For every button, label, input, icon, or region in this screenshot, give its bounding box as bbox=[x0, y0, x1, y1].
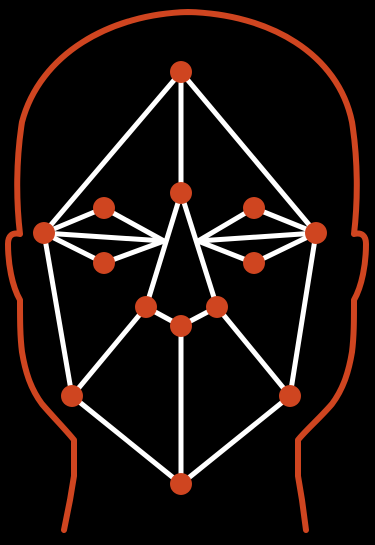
node-right-eye-bottom bbox=[243, 252, 265, 274]
node-left-eye-top bbox=[93, 197, 115, 219]
node-right-cheek bbox=[305, 222, 327, 244]
node-nose-tip bbox=[170, 315, 192, 337]
node-chin bbox=[170, 473, 192, 495]
node-left-nostril bbox=[135, 296, 157, 318]
node-left-eye-bottom bbox=[93, 252, 115, 274]
node-right-nostril bbox=[206, 296, 228, 318]
node-right-eye-top bbox=[243, 197, 265, 219]
node-left-cheek bbox=[33, 222, 55, 244]
node-right-jaw bbox=[279, 385, 301, 407]
node-nose-top bbox=[170, 182, 192, 204]
node-left-jaw bbox=[61, 385, 83, 407]
node-forehead bbox=[170, 61, 192, 83]
